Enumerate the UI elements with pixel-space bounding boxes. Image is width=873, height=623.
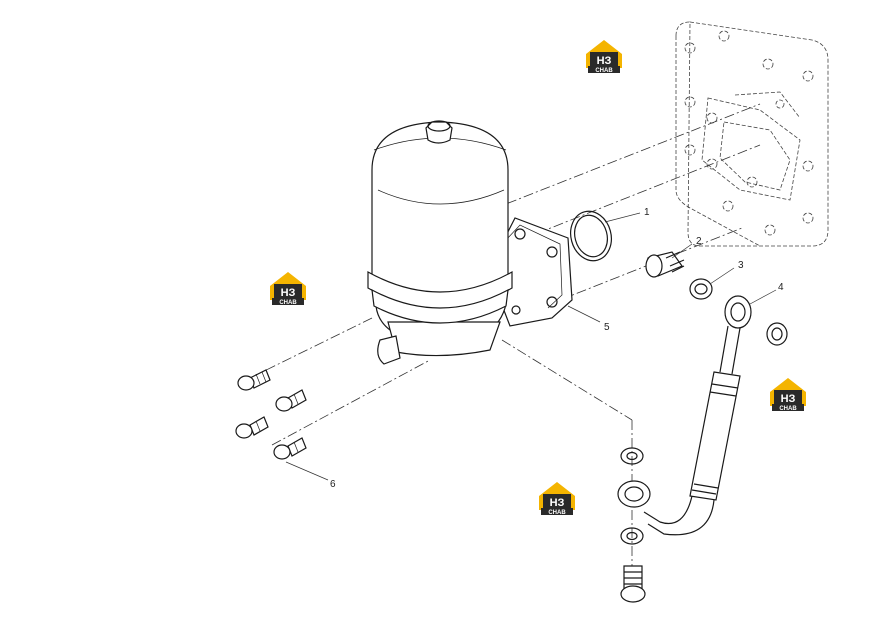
sealing-washer-right bbox=[766, 322, 788, 346]
watermark-logo-left: НЗ CHAB bbox=[270, 272, 306, 306]
sealing-washer-lower-top bbox=[620, 447, 644, 465]
filter-top-nut bbox=[425, 121, 453, 144]
flange-bolt-4 bbox=[273, 437, 307, 460]
svg-text:НЗ: НЗ bbox=[597, 55, 612, 67]
oil-filter-assembly bbox=[367, 120, 573, 365]
flange-bolt-3 bbox=[235, 416, 269, 439]
callout-labels: 1 2 3 4 5 6 bbox=[330, 207, 784, 490]
banjo-bolt-upper bbox=[645, 251, 685, 278]
svg-text:CHAB: CHAB bbox=[279, 300, 297, 306]
callout-5: 5 bbox=[604, 322, 610, 333]
svg-text:НЗ: НЗ bbox=[281, 287, 296, 299]
callout-2: 2 bbox=[696, 236, 702, 247]
callout-1: 1 bbox=[644, 207, 650, 218]
flange-bolts bbox=[235, 369, 307, 460]
svg-text:CHAB: CHAB bbox=[779, 406, 797, 412]
flange-bolt-1 bbox=[237, 369, 271, 391]
callout-3: 3 bbox=[738, 260, 744, 271]
watermark-logo-bottom: НЗ CHAB bbox=[539, 482, 575, 516]
banjo-bolt-lower bbox=[620, 565, 646, 603]
callout-6: 6 bbox=[330, 479, 336, 490]
watermark-logo-right: НЗ CHAB bbox=[770, 378, 806, 412]
leader-lines bbox=[285, 212, 777, 481]
oil-line-hose bbox=[617, 295, 752, 536]
svg-text:CHAB: CHAB bbox=[548, 510, 566, 516]
filter-canister bbox=[371, 121, 509, 303]
watermark-logo-top: НЗ CHAB bbox=[586, 40, 622, 74]
svg-text:НЗ: НЗ bbox=[781, 393, 796, 405]
callout-4: 4 bbox=[778, 282, 784, 293]
transmission-housing-ghost bbox=[675, 21, 829, 247]
o-ring bbox=[570, 210, 612, 262]
sealing-washer-upper bbox=[689, 278, 713, 300]
svg-text:CHAB: CHAB bbox=[595, 68, 613, 74]
flange-bolt-2 bbox=[275, 389, 307, 412]
drain-plug bbox=[377, 335, 401, 365]
svg-text:НЗ: НЗ bbox=[550, 497, 565, 509]
sealing-washer-lower-bottom bbox=[620, 527, 644, 545]
